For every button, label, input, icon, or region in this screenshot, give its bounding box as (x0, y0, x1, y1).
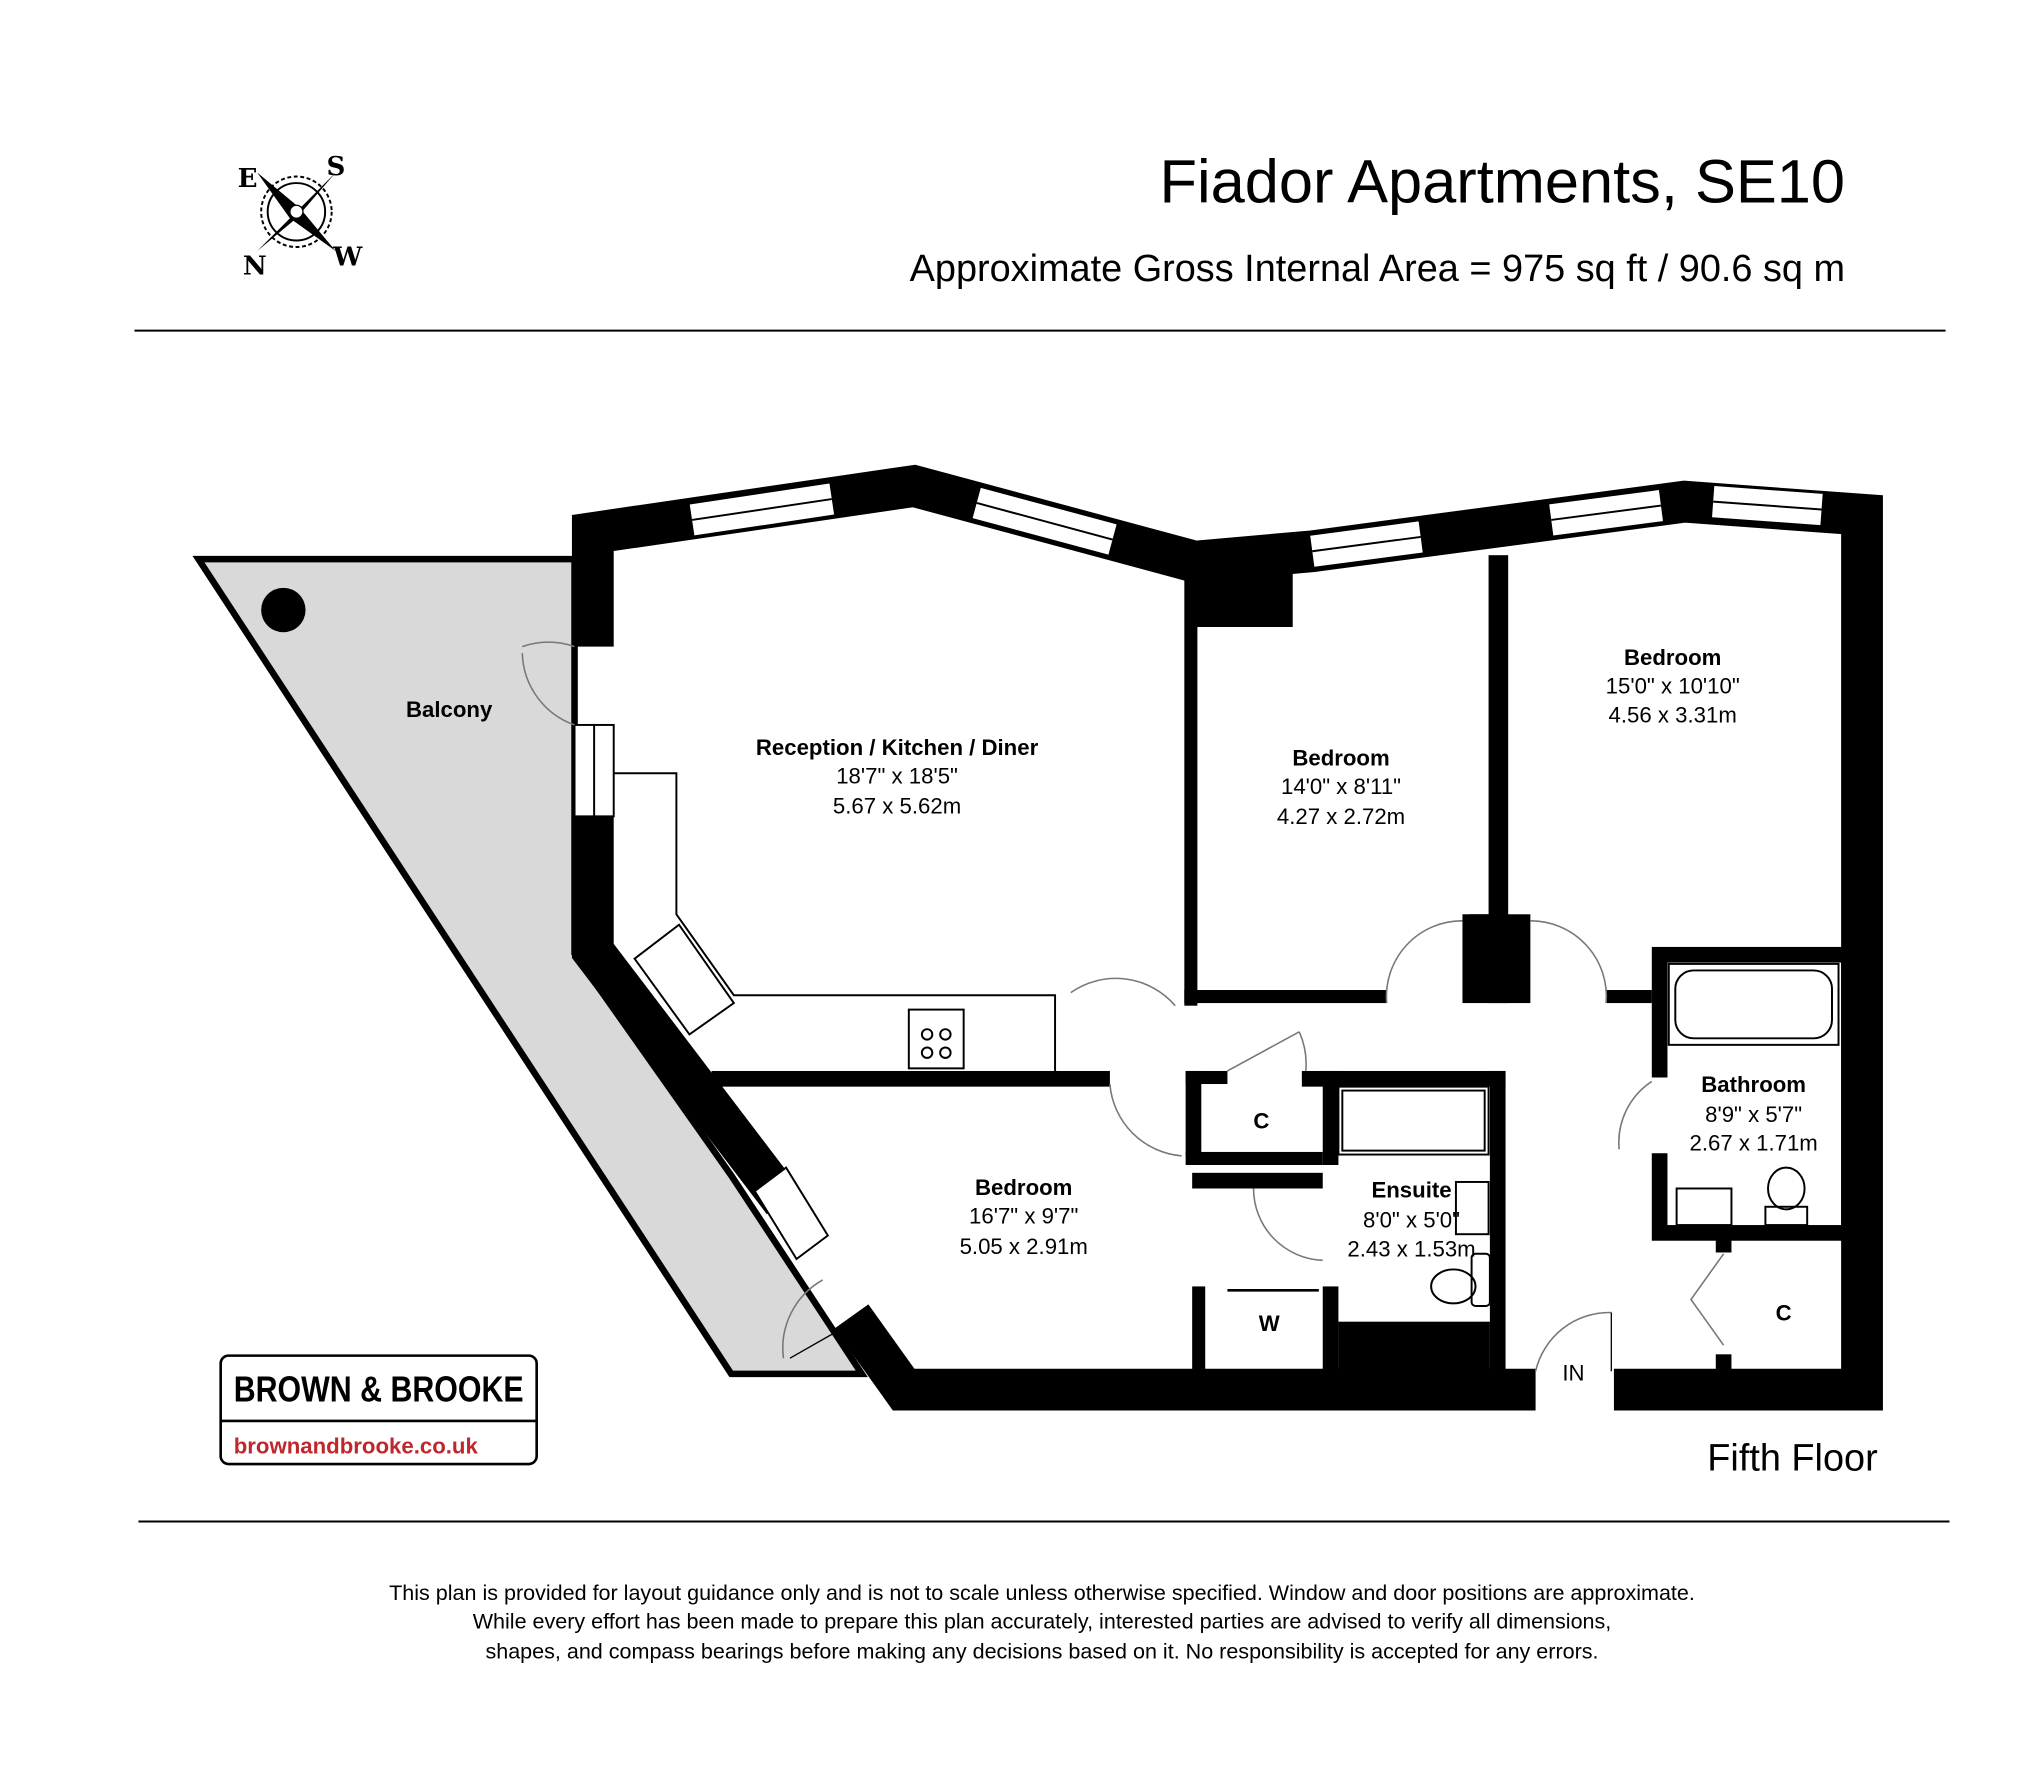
compass-north-label: N (243, 250, 267, 281)
room-imperial: 16'7" x 9'7" (969, 1204, 1078, 1229)
page-title: Fiador Apartments, SE10 (1160, 148, 1846, 217)
room-metric: 2.67 x 1.71m (1690, 1131, 1818, 1156)
bath-icon (1667, 962, 1840, 1046)
room-imperial: 18'7" x 18'5" (836, 764, 958, 789)
drain-icon (261, 587, 306, 633)
gross-area: Approximate Gross Internal Area = 975 sq… (910, 248, 1845, 290)
shower-icon (1337, 1085, 1490, 1156)
room-name: Bathroom (1701, 1072, 1806, 1097)
cupboard-label: C (1776, 1300, 1792, 1325)
cupboard-label: C (1253, 1108, 1269, 1133)
compass-south-label: S (326, 151, 345, 182)
disclaimer-line: This plan is provided for layout guidanc… (389, 1581, 1695, 1605)
disclaimer-line: While every effort has been made to prep… (473, 1610, 1612, 1634)
hob-icon (907, 1008, 965, 1070)
room-metric: 4.27 x 2.72m (1277, 804, 1405, 829)
room-imperial: 8'0" x 5'0" (1363, 1208, 1460, 1233)
room-imperial: 14'0" x 8'11" (1281, 774, 1401, 799)
bathroom-fixtures (1337, 962, 1840, 1307)
wardrobe-label: W (1259, 1311, 1280, 1336)
disclaimer: This plan is provided for layout guidanc… (389, 1581, 1695, 1664)
room-metric: 5.67 x 5.62m (833, 794, 961, 819)
ensuite-basin-icon (1454, 1180, 1490, 1236)
room-imperial: 8'9" x 5'7" (1705, 1102, 1802, 1127)
compass-east-label: E (238, 163, 258, 194)
logo-url: brownandbrooke.co.uk (234, 1434, 479, 1459)
ensuite-toilet-icon (1430, 1268, 1477, 1305)
balcony-label: Balcony (406, 697, 493, 722)
balcony-area (192, 555, 868, 1378)
compass-west-label: W (332, 241, 363, 272)
room-name: Bedroom (975, 1175, 1072, 1200)
room-name: Reception / Kitchen / Diner (756, 735, 1039, 760)
entrance-label: IN (1562, 1360, 1584, 1385)
kitchen-units (613, 772, 1057, 1071)
toilet-icon (1767, 1166, 1806, 1211)
room-labels: Balcony Reception / Kitchen / Diner 18'7… (406, 645, 1818, 1386)
room-metric: 2.43 x 1.53m (1347, 1236, 1475, 1261)
room-name: Bedroom (1292, 745, 1389, 770)
compass-icon: E S N W (238, 151, 363, 281)
doors (521, 641, 1725, 1372)
logo-name: BROWN & BROOKE (234, 1368, 524, 1409)
room-imperial: 15'0" x 10'10" (1606, 674, 1740, 699)
windows (573, 483, 1823, 1261)
room-name: Bedroom (1624, 645, 1721, 670)
interior-walls (711, 555, 1857, 1374)
basin-icon (1675, 1187, 1733, 1227)
floor-label: Fifth Floor (1707, 1438, 1877, 1480)
disclaimer-line: shapes, and compass bearings before maki… (485, 1640, 1598, 1664)
brown-and-brooke-logo: BROWN & BROOKE brownandbrooke.co.uk (219, 1354, 538, 1466)
room-metric: 5.05 x 2.91m (960, 1234, 1088, 1259)
room-metric: 4.56 x 3.31m (1609, 702, 1737, 727)
room-name: Ensuite (1371, 1178, 1451, 1203)
